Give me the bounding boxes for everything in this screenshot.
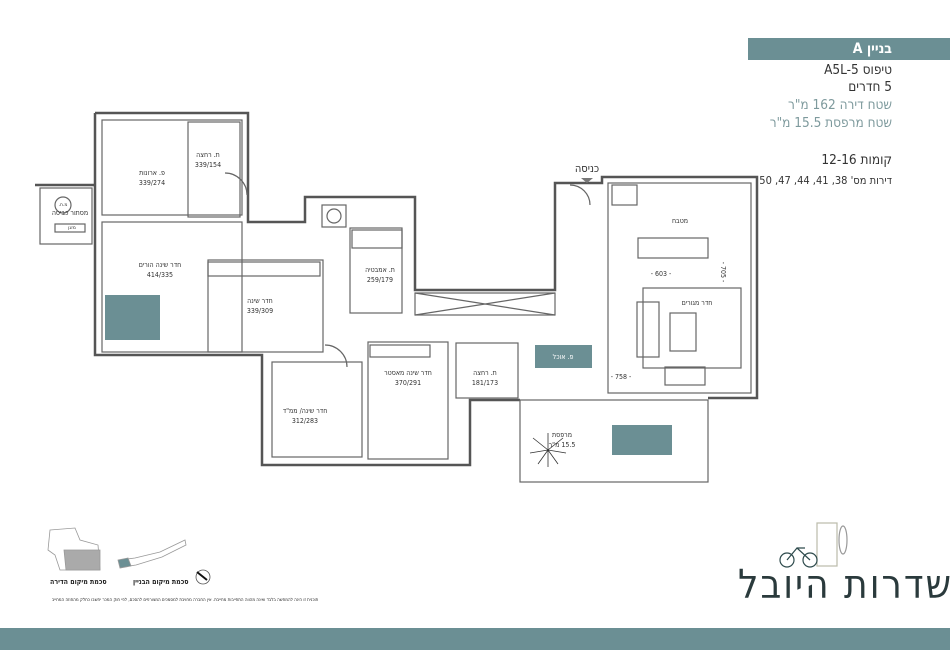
room-count: 5 חדרים <box>848 79 892 95</box>
laundry-label: מסתור כביסה <box>51 209 89 217</box>
apartment-location-schematic <box>47 527 101 571</box>
outer-wall <box>95 111 759 400</box>
living-room-label: חדר מגורים <box>681 299 713 307</box>
room-size: 339/274 <box>138 179 166 187</box>
room-name: ת. אמבטיה <box>365 266 395 274</box>
dining-label: פ. אוכל <box>552 353 574 361</box>
room-size: 15.5 מ"ר <box>548 441 576 449</box>
logo-text: שדרות היובל <box>738 562 950 608</box>
dining-table <box>535 345 592 368</box>
footer-bar <box>0 628 950 650</box>
room-name: ת. רחצה <box>473 369 497 377</box>
dimension-living-width: - 758 - <box>610 373 632 381</box>
entrance-arrow-icon <box>581 178 593 183</box>
water-heater-label: מ.ח. <box>58 202 68 208</box>
room-size: 370/291 <box>394 379 422 387</box>
balcony-label: מרפסת 15.5 מ"ר <box>549 430 576 450</box>
outer-wall <box>93 113 520 467</box>
building-header: בניין A <box>748 38 950 60</box>
room-size: 414/335 <box>146 271 174 279</box>
room-name: מרפסת <box>551 431 572 439</box>
room-size: 181/173 <box>471 379 499 387</box>
apartment-numbers: דירות מס' 38, 41, 44, 47, 50 <box>759 174 892 187</box>
north-arrow-icon <box>195 569 211 585</box>
room-name: פ. ארונות <box>139 169 165 177</box>
apartment-area: שטח דירה 162 מ"ר <box>787 97 892 113</box>
room-size: 339/309 <box>246 307 274 315</box>
building-location-schematic <box>117 539 187 569</box>
room-name: חדר שינה מאסטר <box>384 369 432 377</box>
room-size: 339/154 <box>194 161 222 169</box>
dimension-living-depth: - 705 - <box>719 261 727 283</box>
bathtub-room: ת. אמבטיה 259/179 <box>365 265 395 285</box>
logo-illustration <box>779 522 848 568</box>
room-name: חדר שינה/ ממ"ד <box>282 407 328 415</box>
balcony-table <box>612 425 672 455</box>
apartment-type: טיפוס A5L-5 <box>824 62 892 78</box>
bath-master: ת. רחצה 181/173 <box>472 368 498 388</box>
safe-room: חדר שינה/ ממ"ד 312/283 <box>283 406 328 426</box>
room-name: ת. רחצה <box>196 151 220 159</box>
apartment-location-label: סכמת מיקום הדירה <box>50 578 107 586</box>
balcony-area: שטח מרפסת 15.5 מ"ר <box>769 115 892 131</box>
parents-bedroom: חדר שינה הורים 414/335 <box>139 260 182 280</box>
room-size: 259/179 <box>366 276 394 284</box>
room-name: חדר שינה <box>247 297 273 305</box>
floors: קומות 12-16 <box>821 152 892 168</box>
entrance-label: כניסה <box>574 162 600 175</box>
bedroom: חדר שינה 339/309 <box>247 296 273 316</box>
disclaimer: תוכנית זו הינה להמחשה בלבד ואינה מהווה ה… <box>52 598 319 603</box>
room-size: 312/283 <box>291 417 319 425</box>
closets-room: פ. ארונות 339/274 <box>139 168 165 188</box>
ac-label: מזגן <box>68 225 76 231</box>
building-location-label: סכמת מיקום הבניין <box>133 578 189 586</box>
master-bedroom: חדר שינה מאסטר 370/291 <box>384 368 432 388</box>
dimension-kitchen-width: - 603 - <box>650 270 672 278</box>
bath-parents: ת. רחצה 339/154 <box>195 150 221 170</box>
kitchen-label: מטבח <box>671 217 689 225</box>
plant-icon <box>529 433 567 467</box>
parents-bed <box>105 295 160 340</box>
room-name: חדר שינה הורים <box>138 261 182 269</box>
